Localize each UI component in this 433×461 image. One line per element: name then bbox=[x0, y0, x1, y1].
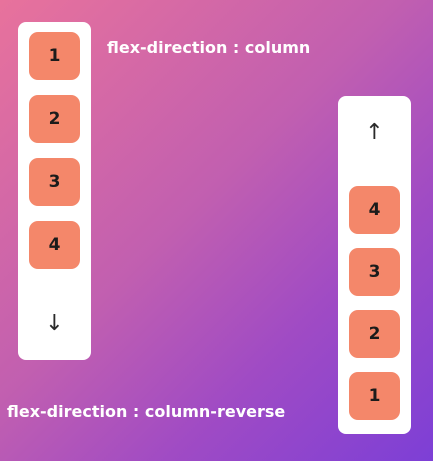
flex-item-box: 3 bbox=[29, 158, 80, 206]
flex-item-box: 2 bbox=[349, 310, 400, 358]
flex-item-box: 3 bbox=[349, 248, 400, 296]
column-caption: flex-direction : column bbox=[107, 38, 311, 57]
column-reverse-container: ↑ 4 3 2 1 bbox=[338, 96, 411, 434]
flex-item-box: 1 bbox=[349, 372, 400, 420]
arrow-up-icon: ↑ bbox=[365, 120, 384, 145]
column-container: 1 2 3 4 ↓ bbox=[18, 22, 91, 360]
flex-item-box: 1 bbox=[29, 32, 80, 80]
flex-item-box: 4 bbox=[349, 186, 400, 234]
flex-item-box: 2 bbox=[29, 95, 80, 143]
flex-item-box: 4 bbox=[29, 221, 80, 269]
arrow-down-icon: ↓ bbox=[45, 311, 64, 336]
column-reverse-caption: flex-direction : column-reverse bbox=[7, 402, 286, 421]
